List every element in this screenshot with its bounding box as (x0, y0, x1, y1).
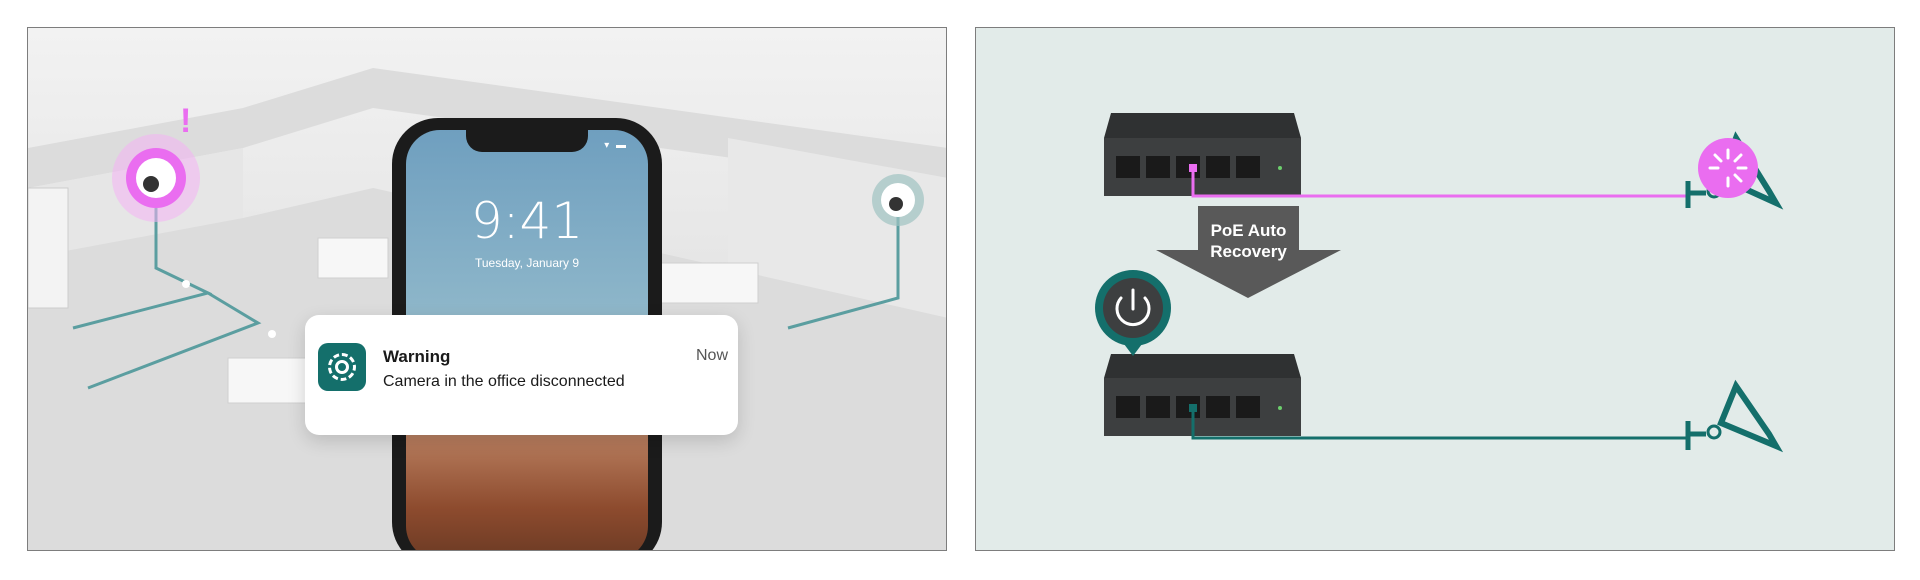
warning-notification[interactable]: Warning Now Camera in the office disconn… (305, 315, 738, 435)
phone-notch (466, 130, 588, 152)
office-illustration-panel: ! ▾ ▬ 9:41 Tuesday, January 9 Warning No… (27, 27, 947, 551)
lock-screen-date: Tuesday, January 9 (474, 256, 580, 270)
lock-screen-time: 9:41 (470, 192, 584, 250)
alert-mark: ! (180, 102, 192, 140)
poe-switch-bottom (1104, 354, 1301, 436)
notification-title: Warning (383, 347, 451, 366)
notification-message: Camera in the office disconnected (383, 373, 625, 390)
poe-auto-recovery-label: PoE Auto Recovery (1210, 221, 1287, 261)
poe-switch-top (1104, 113, 1301, 196)
omada-app-icon (318, 343, 366, 391)
recovery-arrow (1156, 206, 1341, 298)
ip-camera-bottom-healthy (1685, 379, 1784, 453)
poe-recovery-diagram-panel: PoE Auto Recovery (975, 27, 1895, 551)
ip-camera-top-faulty (1685, 131, 1784, 210)
poe-recovery-diagram (1095, 113, 1784, 453)
notification-time: Now (695, 347, 728, 364)
status-icons: ▾ ▬ (604, 140, 628, 151)
power-recovery-icon (1095, 270, 1171, 356)
